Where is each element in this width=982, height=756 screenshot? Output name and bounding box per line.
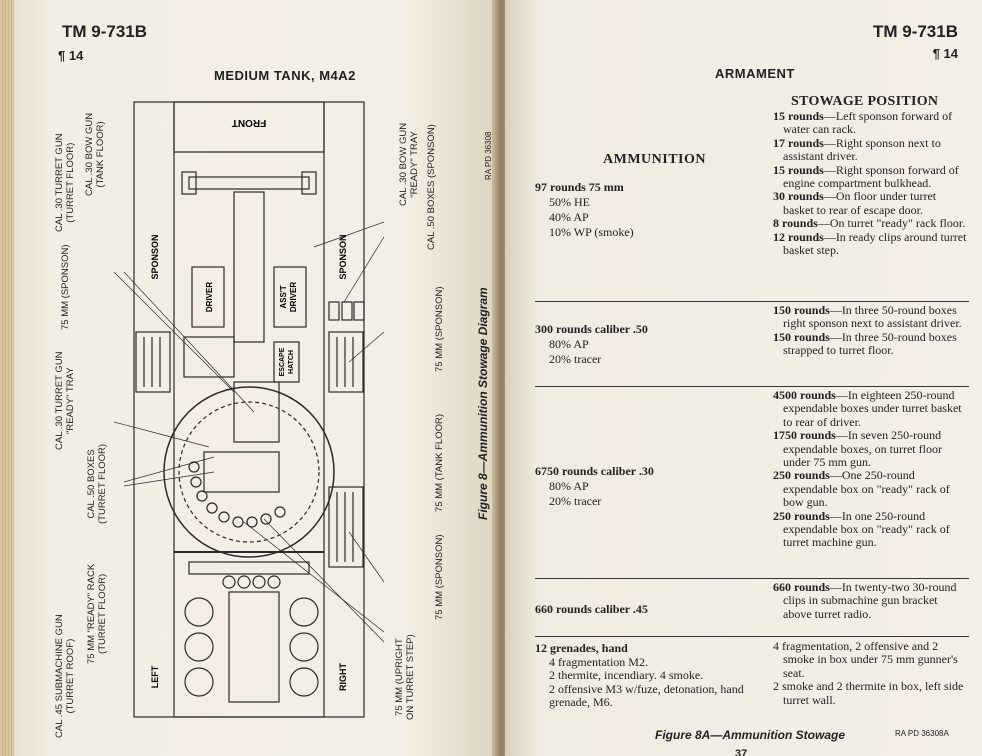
row-divider <box>535 386 969 387</box>
label-75mm-sponson-right-lower: 75 MM (SPONSON) <box>434 534 445 620</box>
asst-label-2: DRIVER <box>289 282 298 312</box>
ammunition-heading: AMMUNITION <box>603 152 706 167</box>
row-divider <box>535 636 969 637</box>
stowage-heading: STOWAGE POSITION <box>791 94 939 109</box>
ammo-cal45: 660 rounds caliber .45 <box>535 602 648 616</box>
escape-label-1: ESCAPE <box>279 347 286 376</box>
tank-stowage-diagram: FRONT SPONSON SPONSON DRIVER ASS'T DRIVE… <box>114 101 384 718</box>
tm-number-right: TM 9-731B <box>872 22 958 41</box>
front-label: FRONT <box>232 117 266 128</box>
turret-circle <box>163 386 335 558</box>
ammo-cal50: 300 rounds caliber .50 80% AP 20% tracer <box>535 322 648 366</box>
label-75mm-sponson-left: 75 MM (SPONSON) <box>60 244 71 330</box>
paragraph-right: ¶ 14 <box>932 46 958 61</box>
figure-8a-caption: Figure 8A—Ammunition Stowage <box>655 728 846 742</box>
ra-code-right: RA PD 36308A <box>895 729 949 738</box>
armament-title: ARMAMENT <box>715 66 795 81</box>
ammo-cal30: 6750 rounds caliber .30 80% AP 20% trace… <box>535 464 654 508</box>
tank-title: MEDIUM TANK, M4A2 <box>214 68 356 83</box>
label-75mm-sponson-right-upper: 75 MM (SPONSON) <box>434 286 445 372</box>
label-cal50-boxes-sponson: CAL .50 BOXES (SPONSON) <box>426 124 437 250</box>
label-cal30-bow-floor: CAL .30 BOW GUN(TANK FLOOR) <box>84 112 106 196</box>
sponson-right-label: SPONSON <box>338 234 348 279</box>
left-page: TM 9-731B ¶ 14 MEDIUM TANK, M4A2 CAL .30… <box>14 0 500 756</box>
tm-number-left: TM 9-731B <box>62 22 148 41</box>
stowage-cal50: 150 rounds—In three 50-round boxes right… <box>773 303 962 358</box>
hull-outline <box>133 101 365 718</box>
row-divider <box>535 301 969 302</box>
row-divider <box>535 578 969 579</box>
label-cal45-smg: CAL .45 SUBMACHINE GUN(TURRET ROOF) <box>54 614 76 738</box>
figure-8-caption: Figure 8—Ammunition Stowage Diagram <box>476 287 490 520</box>
page-number: 37 <box>735 748 748 756</box>
stowage-cal30: 4500 rounds—In eighteen 250-round expend… <box>773 388 962 550</box>
driver-label: DRIVER <box>205 282 214 312</box>
label-cal50-boxes-turret: CAL .50 BOXES(TURRET FLOOR) <box>86 443 108 524</box>
stowage-75mm: 15 rounds—Left sponson forward of water … <box>773 109 967 258</box>
sponson-left-label: SPONSON <box>150 234 160 279</box>
left-label: LEFT <box>150 665 160 688</box>
page-edges <box>0 0 14 756</box>
label-cal30-bow-ready: CAL .30 BOW GUN"READY" TRAY <box>398 122 420 206</box>
ammo-75mm: 97 rounds 75 mm 50% HE 40% AP 10% WP (sm… <box>535 180 634 239</box>
asst-label-1: ASS'T <box>279 285 288 308</box>
escape-label-2: HATCH <box>288 350 295 374</box>
right-label: RIGHT <box>338 663 348 692</box>
stowage-cal45: 660 rounds—In twenty-two 30-round clips … <box>773 580 957 621</box>
label-cal30-turret-ready: CAL .30 TURRET GUN"READY" TRAY <box>54 351 76 450</box>
label-75mm-tank-floor: 75 MM (TANK FLOOR) <box>434 414 445 512</box>
label-75mm-ready-rack: 75 MM "READY" RACK(TURRET FLOOR) <box>86 563 108 664</box>
paragraph-left: ¶ 14 <box>58 48 84 63</box>
label-cal30-turret-floor: CAL .30 TURRET GUN(TURRET FLOOR) <box>54 133 76 232</box>
stowage-grenades: 4 fragmentation, 2 offensive and 2 smoke… <box>773 639 964 707</box>
ammo-grenades: 12 grenades, hand 4 fragmentation M2. 2 … <box>535 641 744 709</box>
right-page: TM 9-731B ¶ 14 ARMAMENT AMMUNITION STOWA… <box>505 0 982 756</box>
